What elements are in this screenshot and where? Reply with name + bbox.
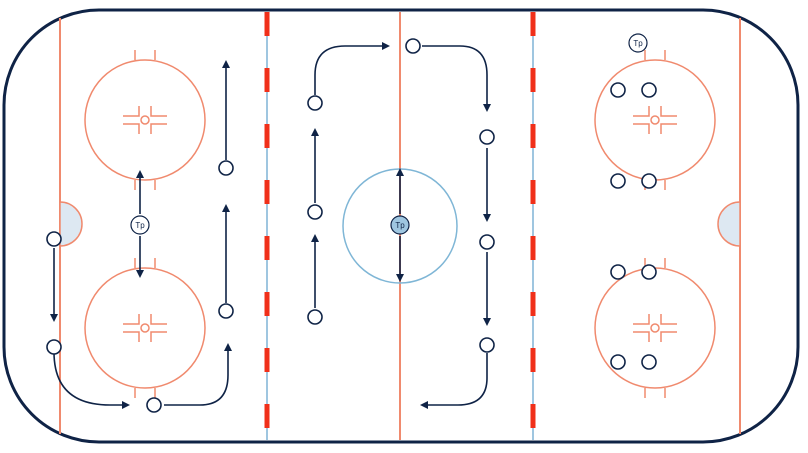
player-marker: [307, 204, 323, 220]
player-marker: [146, 397, 162, 413]
goal-crease-left: [59, 201, 83, 247]
player-marker: [610, 173, 626, 189]
player-marker: [307, 309, 323, 325]
player-marker: [641, 82, 657, 98]
player-marker: [479, 337, 495, 353]
coach-marker-left: Tp: [130, 215, 150, 235]
player-marker: [46, 339, 62, 355]
player-marker: [610, 82, 626, 98]
coach-label-left: Tp: [135, 221, 145, 230]
arrow-neutral-curve-top: [314, 42, 390, 95]
player-marker: [218, 160, 234, 176]
faceoff-circle-left-top: [84, 50, 206, 190]
arrow-neutral-curve-bottom: [420, 353, 488, 409]
arrow-left-curve-up: [164, 343, 232, 406]
player-marker: [641, 173, 657, 189]
player-marker: [218, 303, 234, 319]
arrow-left-curve-bottom: [53, 351, 130, 409]
arrow-neutral-curve-right: [422, 45, 491, 112]
goal-crease-right: [717, 201, 741, 247]
coach-label-center: Tp: [395, 221, 405, 230]
coach-marker-center: Tp: [390, 215, 410, 235]
faceoff-circle-left-bottom: [84, 258, 206, 398]
player-marker: [610, 264, 626, 280]
player-marker: [641, 264, 657, 280]
coach-label-right: Tp: [633, 39, 643, 48]
player-marker: [479, 129, 495, 145]
player-marker: [46, 231, 62, 247]
player-marker: [405, 38, 421, 54]
player-marker: [641, 354, 657, 370]
player-marker: [307, 95, 323, 111]
player-marker: [610, 354, 626, 370]
player-marker: [479, 234, 495, 250]
coach-marker-right: Tp: [628, 33, 648, 53]
